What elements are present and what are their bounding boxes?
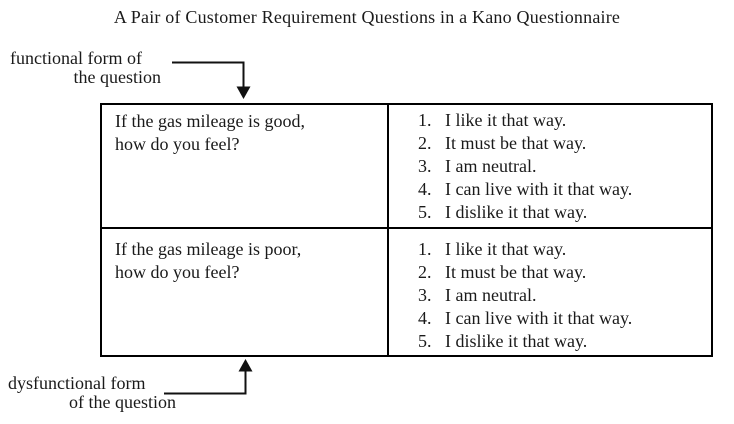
option-item: 1. I like it that way. [418, 238, 707, 261]
option-text: I like it that way. [445, 239, 567, 259]
option-number: 2. [418, 262, 432, 282]
option-number: 4. [418, 179, 432, 199]
functional-form-label-line2: the question [73, 67, 162, 87]
option-item: 5. I dislike it that way. [418, 201, 707, 224]
dysfunctional-form-label-line2: of the question [69, 392, 176, 412]
option-text: I am neutral. [445, 285, 537, 305]
option-item: 4. I can live with it that way. [418, 178, 707, 201]
options-cell-functional: 1. I like it that way. 2. It must be tha… [389, 105, 711, 229]
option-text: I can live with it that way. [445, 308, 633, 328]
option-item: 1. I like it that way. [418, 109, 707, 132]
option-text: I am neutral. [445, 156, 537, 176]
functional-form-label: functional form of the question [10, 49, 175, 87]
option-item: 5. I dislike it that way. [418, 330, 707, 353]
option-number: 5. [418, 202, 432, 222]
option-item: 2. It must be that way. [418, 261, 707, 284]
figure-title: A Pair of Customer Requirement Questions… [113, 7, 621, 27]
option-number: 3. [418, 156, 432, 176]
options-cell-dysfunctional: 1. I like it that way. 2. It must be tha… [389, 229, 711, 355]
option-text: I dislike it that way. [445, 202, 588, 222]
option-text: It must be that way. [445, 133, 587, 153]
option-text: I can live with it that way. [445, 179, 633, 199]
dysfunctional-form-label: dysfunctional form of the question [8, 374, 178, 412]
option-number: 4. [418, 308, 432, 328]
option-text: It must be that way. [445, 262, 587, 282]
option-item: 2. It must be that way. [418, 132, 707, 155]
question-cell-functional: If the gas mileage is good, how do you f… [102, 105, 389, 229]
option-item: 3. I am neutral. [418, 155, 707, 178]
option-number: 3. [418, 285, 432, 305]
option-number: 1. [418, 110, 432, 130]
option-number: 1. [418, 239, 432, 259]
down-arrow-icon [172, 61, 251, 99]
kano-table: If the gas mileage is good, how do you f… [100, 103, 713, 357]
option-item: 3. I am neutral. [418, 284, 707, 307]
option-number: 5. [418, 331, 432, 351]
option-text: I like it that way. [445, 110, 567, 130]
option-item: 4. I can live with it that way. [418, 307, 707, 330]
option-number: 2. [418, 133, 432, 153]
question-cell-dysfunctional: If the gas mileage is poor, how do you f… [102, 229, 389, 355]
functional-form-label-line1: functional form of [10, 48, 142, 68]
dysfunctional-form-label-line1: dysfunctional form [8, 373, 146, 393]
option-text: I dislike it that way. [445, 331, 588, 351]
